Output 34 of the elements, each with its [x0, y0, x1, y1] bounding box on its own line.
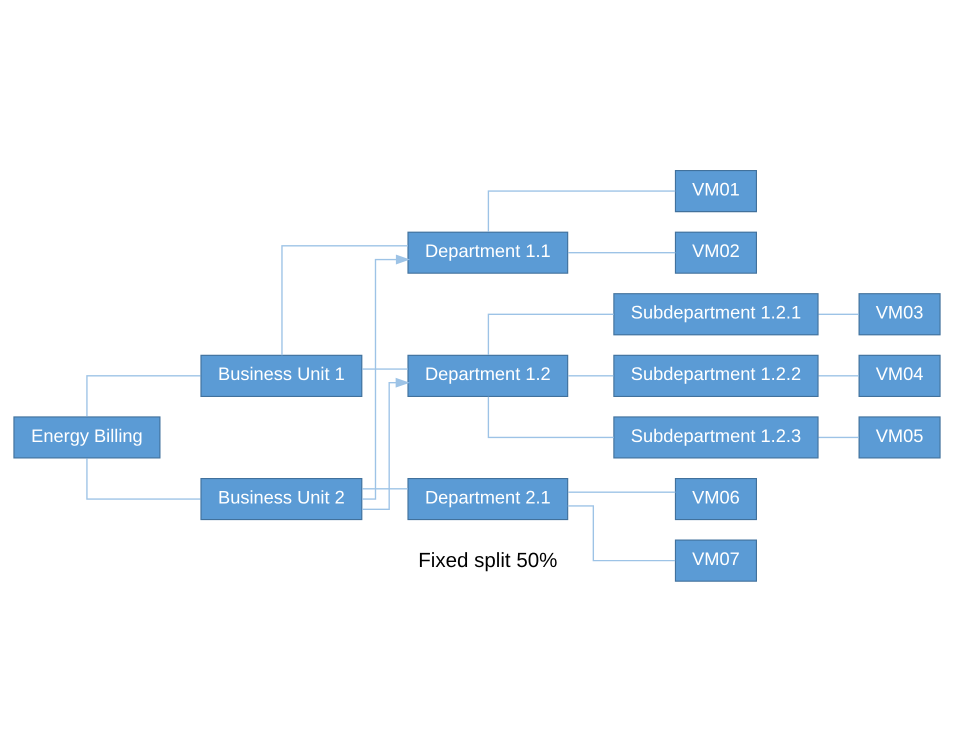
node-box: VM07: [674, 539, 756, 582]
connector: [818, 313, 858, 314]
node-box: VM02: [674, 231, 756, 274]
label: Fixed split 50%: [418, 548, 557, 572]
node-box: Subdepartment 1.2.2: [612, 354, 818, 396]
connector: [567, 252, 675, 253]
node-box: VM03: [858, 292, 940, 335]
node-box: VM04: [858, 354, 940, 396]
node-box: Subdepartment 1.2.1: [612, 292, 818, 335]
connector: [362, 488, 408, 489]
node-box: Department 1.2: [406, 354, 568, 396]
connector: [86, 374, 200, 416]
node-box: Business Unit 1: [200, 354, 362, 396]
connector: [280, 244, 408, 355]
node-box: Subdepartment 1.2.3: [612, 416, 818, 458]
connector: [567, 374, 614, 376]
connector: [567, 491, 675, 492]
connector: [487, 396, 614, 438]
connector: [487, 190, 675, 232]
connector: [818, 436, 858, 438]
connector: [86, 458, 200, 500]
connector: [567, 504, 675, 561]
node-box: VM01: [674, 170, 756, 212]
node-box: Department 2.1: [406, 477, 568, 520]
arrow: [361, 377, 410, 510]
node-box: Energy Billing: [12, 416, 160, 458]
connector: [818, 374, 858, 376]
arrow: [362, 254, 410, 500]
node-box: Business Unit 2: [200, 477, 362, 520]
node-box: VM05: [858, 416, 940, 458]
node-box: Department 1.1: [406, 231, 568, 274]
connector: [362, 368, 408, 370]
connector: [487, 313, 614, 354]
node-box: VM06: [674, 477, 756, 520]
